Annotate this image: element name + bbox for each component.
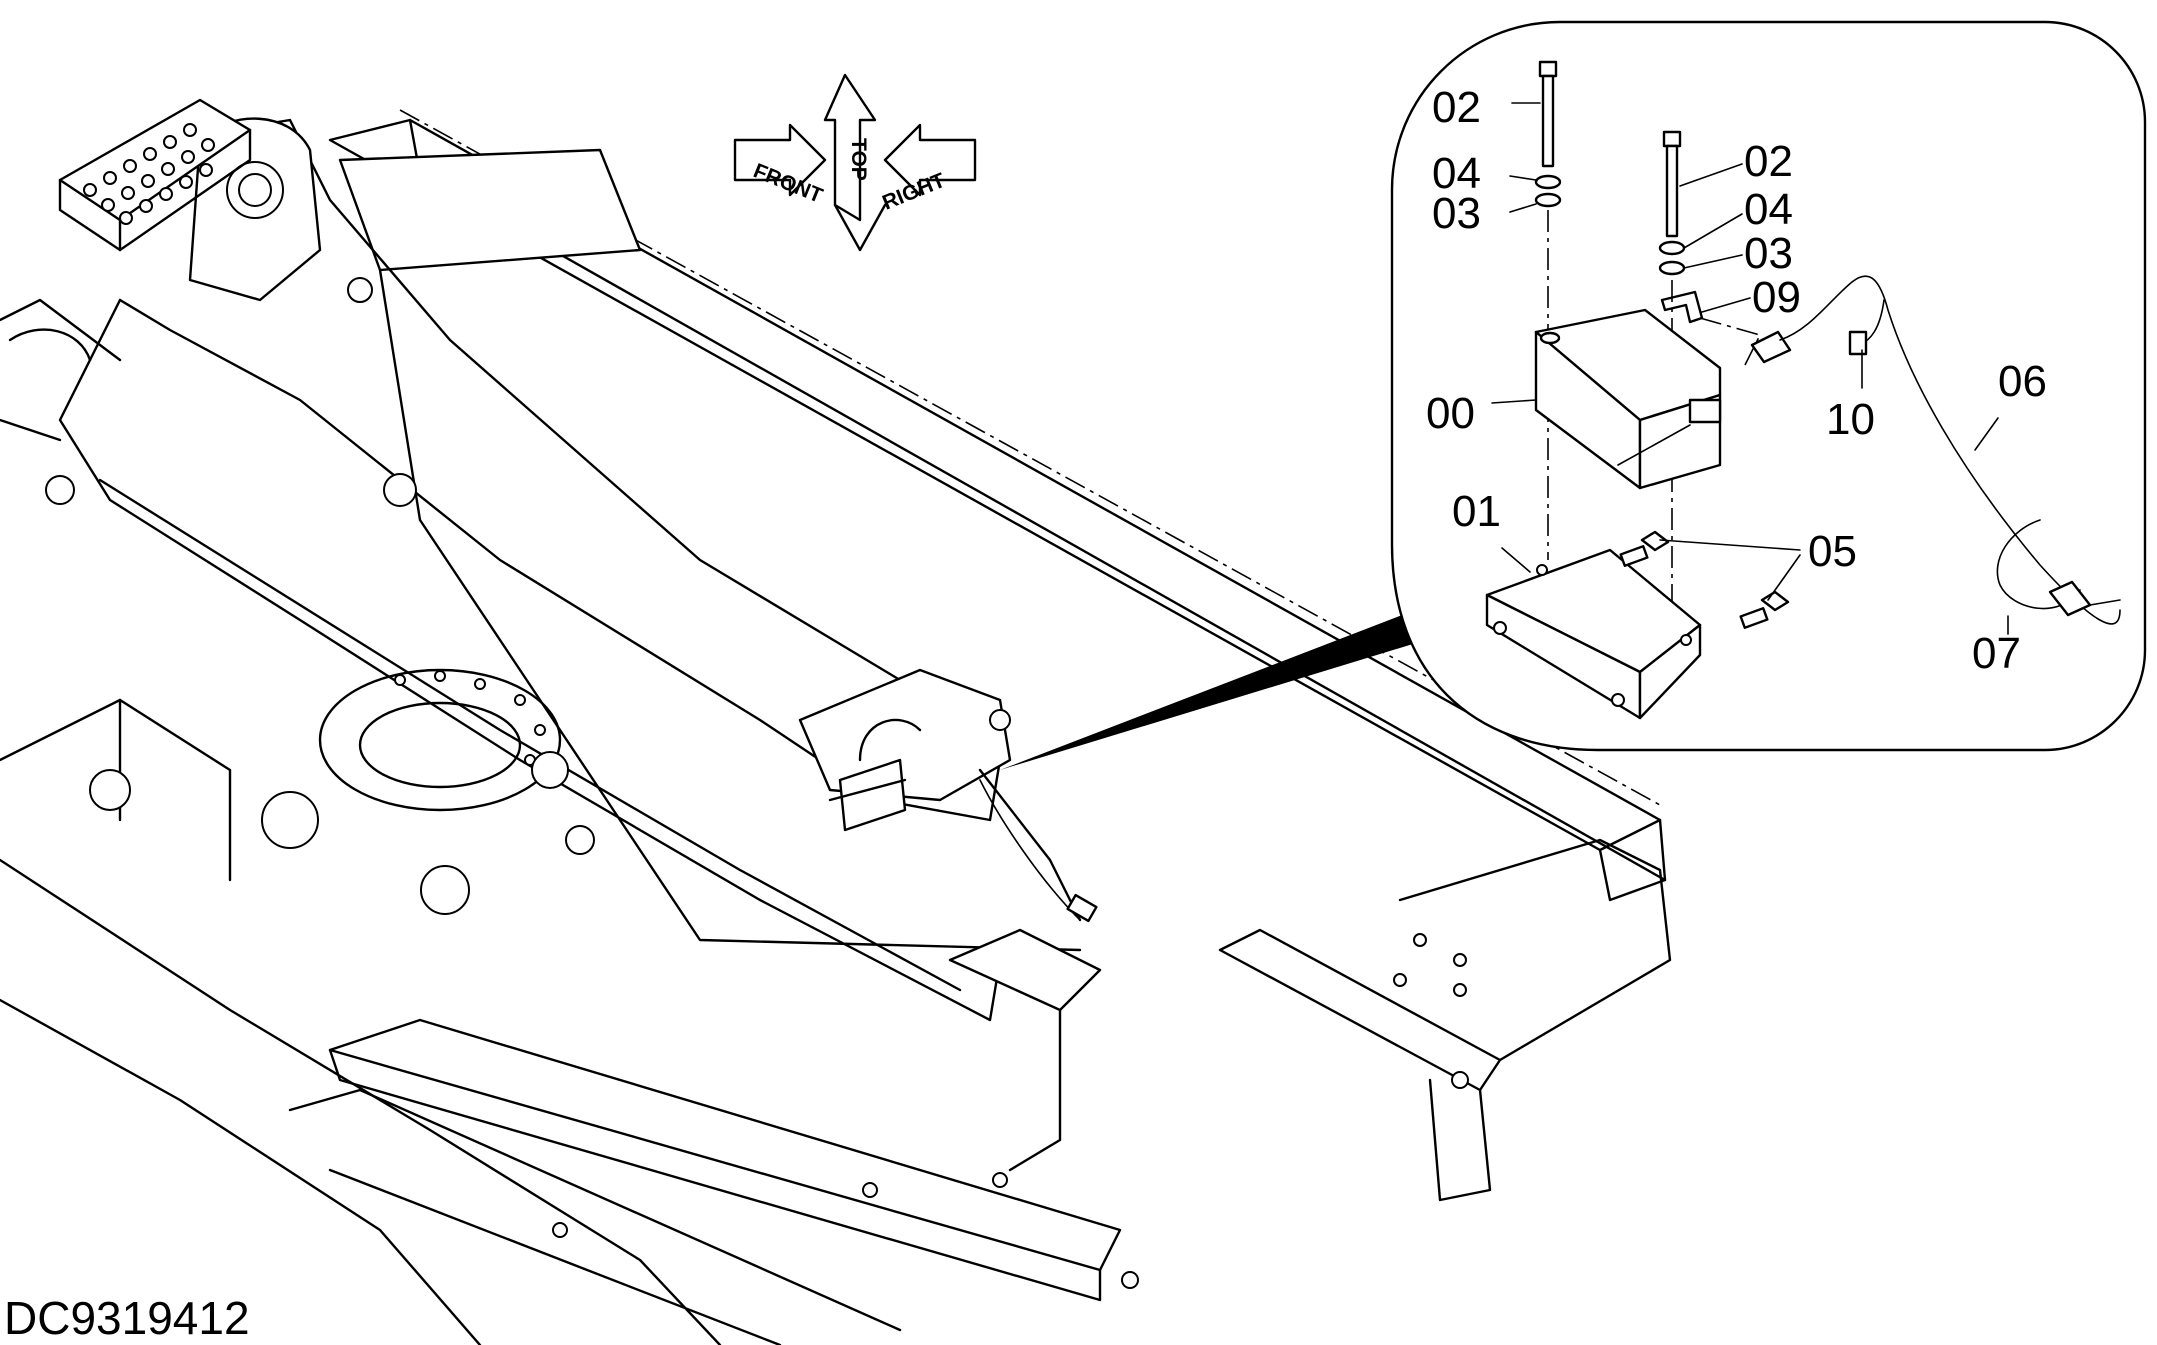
callout-10: 10 (1826, 395, 1875, 444)
washer-03-left (1534, 192, 1562, 208)
mounting-bracket-01 (1485, 548, 1702, 720)
bolt-05-upper (1619, 530, 1670, 567)
callout-07: 07 (1972, 629, 2021, 678)
callout-03-left: 03 (1432, 189, 1481, 238)
callout-05: 05 (1808, 527, 1857, 576)
callout-02-right: 02 (1744, 137, 1793, 186)
callout-04-right: 04 (1744, 185, 1793, 234)
callout-03-right: 03 (1744, 229, 1793, 278)
callout-02-left: 02 (1432, 83, 1481, 132)
bolt-02-left (1538, 60, 1558, 168)
callout-01: 01 (1452, 487, 1501, 536)
washer-03-right (1658, 260, 1686, 276)
controller-box-00 (1534, 308, 1722, 490)
detail-leader (1000, 612, 1426, 770)
callout-09: 09 (1752, 273, 1801, 322)
swing-circle (318, 668, 562, 812)
machine-frame (0, 98, 1672, 1345)
direction-top-label: TOP (847, 138, 870, 181)
harness-06 (1750, 275, 2121, 625)
lock-washer-04-right (1658, 240, 1686, 256)
step-plate (58, 98, 252, 252)
lock-washer-04-left (1534, 174, 1562, 190)
center-cross-member (798, 668, 1082, 922)
drawing-id: DC9319412 (4, 1292, 250, 1344)
bolt-02-right (1662, 130, 1682, 238)
connector-10 (1848, 330, 1868, 356)
callout-06: 06 (1998, 357, 2047, 406)
orientation-indicator: TOP FRONT RIGHT (733, 73, 977, 252)
bolt-05-lower (1739, 590, 1790, 629)
callout-04-left: 04 (1432, 149, 1481, 198)
detail-inset: 02 04 03 02 04 03 09 00 10 06 01 05 07 (1390, 20, 2147, 752)
callout-00: 00 (1426, 389, 1475, 438)
